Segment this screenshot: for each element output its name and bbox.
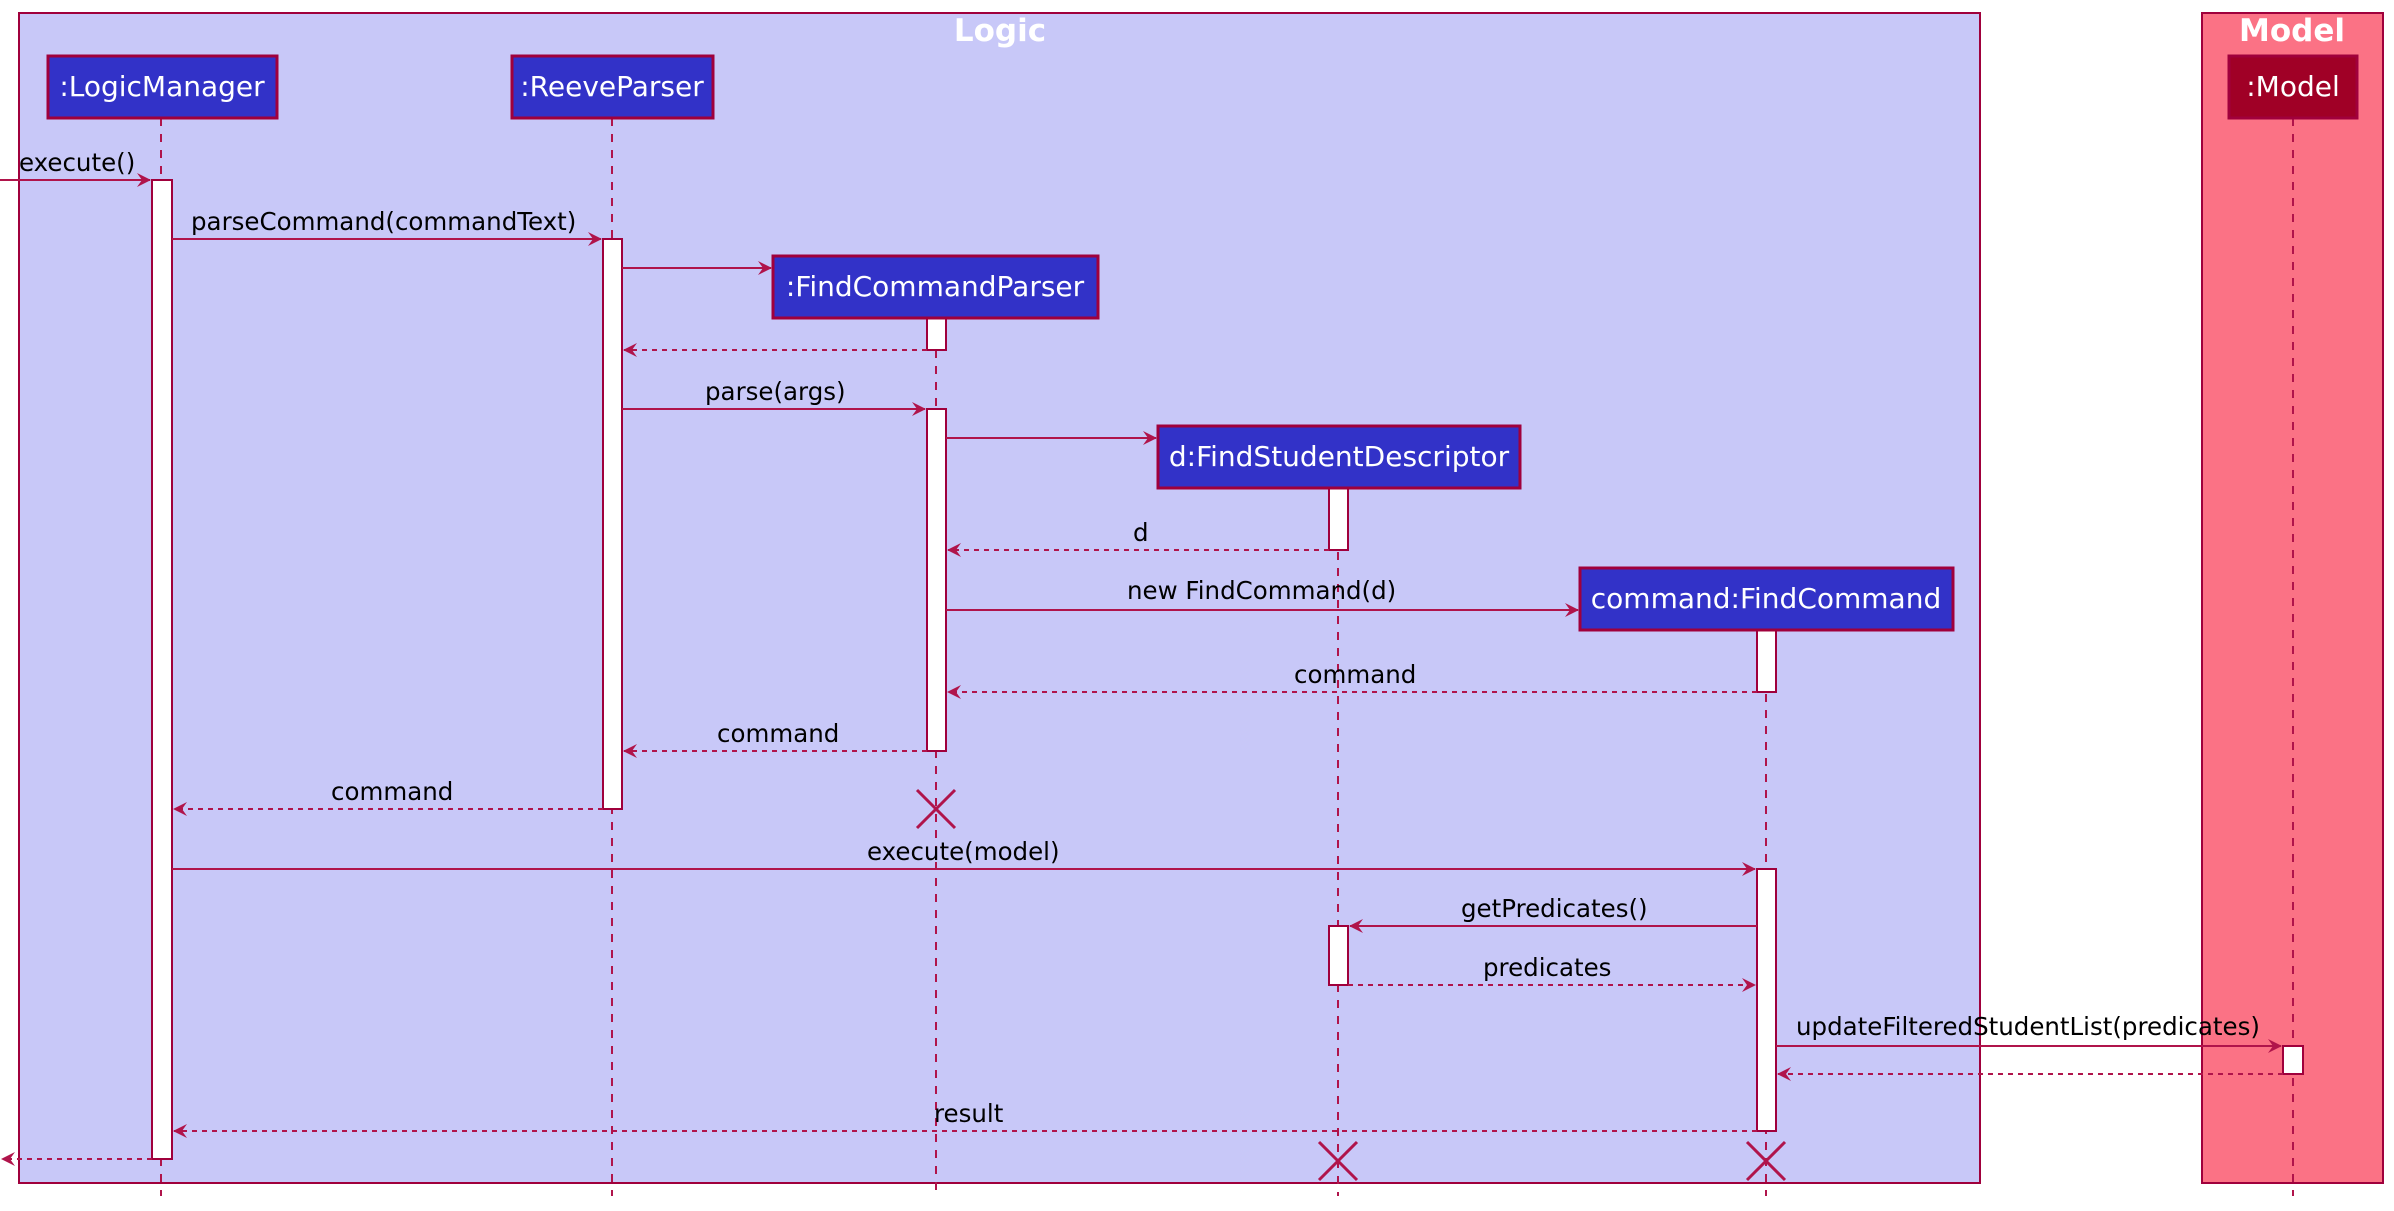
participant-find-command-parser-label: :FindCommandParser bbox=[786, 270, 1085, 303]
destroy-find-command-icon bbox=[1745, 1140, 1787, 1182]
message-parse-command-label: parseCommand(commandText) bbox=[191, 207, 576, 236]
message-return-d-label: d bbox=[1133, 518, 1149, 547]
destroy-find-student-descriptor-icon bbox=[1317, 1140, 1359, 1182]
activation-find-command-init bbox=[1756, 629, 1777, 693]
participant-find-command-parser: :FindCommandParser bbox=[771, 254, 1100, 320]
activation-descriptor-init bbox=[1328, 487, 1349, 551]
message-new-find-command-label: new FindCommand(d) bbox=[1127, 576, 1396, 605]
message-get-predicates-label: getPredicates() bbox=[1461, 894, 1648, 923]
message-execute-model-label: execute(model) bbox=[867, 837, 1060, 866]
activation-logic-manager bbox=[151, 179, 173, 1160]
participant-reeve-parser-label: :ReeveParser bbox=[520, 70, 704, 103]
participant-reeve-parser: :ReeveParser bbox=[510, 54, 715, 120]
participant-logic-manager-label: :LogicManager bbox=[59, 70, 265, 103]
message-return-predicates-label: predicates bbox=[1483, 953, 1611, 982]
participant-model: :Model bbox=[2227, 54, 2359, 120]
model-package-title: Model bbox=[2239, 13, 2345, 49]
message-return-command-3-label: command bbox=[331, 777, 453, 806]
participant-find-student-descriptor: d:FindStudentDescriptor bbox=[1156, 424, 1522, 490]
activation-find-command-execute bbox=[1756, 868, 1777, 1132]
participant-model-label: :Model bbox=[2246, 70, 2340, 103]
activation-model bbox=[2282, 1045, 2304, 1075]
activations bbox=[151, 179, 2304, 1160]
activation-find-command-parser-init bbox=[926, 317, 947, 351]
message-return-result-label: result bbox=[934, 1099, 1004, 1128]
message-update-filtered-label: updateFilteredStudentList(predicates) bbox=[1796, 1012, 2260, 1041]
participant-find-student-descriptor-label: d:FindStudentDescriptor bbox=[1169, 440, 1510, 473]
destroy-find-command-parser-icon bbox=[915, 788, 957, 830]
logic-package-title: Logic bbox=[954, 13, 1046, 49]
participant-find-command-label: command:FindCommand bbox=[1591, 582, 1941, 615]
message-parse-args-label: parse(args) bbox=[705, 377, 846, 406]
message-execute-label: execute() bbox=[19, 148, 135, 177]
participant-find-command: command:FindCommand bbox=[1578, 566, 1955, 632]
activation-find-command-parser-parse bbox=[926, 408, 947, 752]
message-return-command-2-label: command bbox=[717, 719, 839, 748]
message-return-command-1-label: command bbox=[1294, 660, 1416, 689]
activation-descriptor-get bbox=[1328, 925, 1349, 986]
activation-reeve-parser bbox=[602, 238, 623, 810]
participant-logic-manager: :LogicManager bbox=[46, 54, 279, 120]
